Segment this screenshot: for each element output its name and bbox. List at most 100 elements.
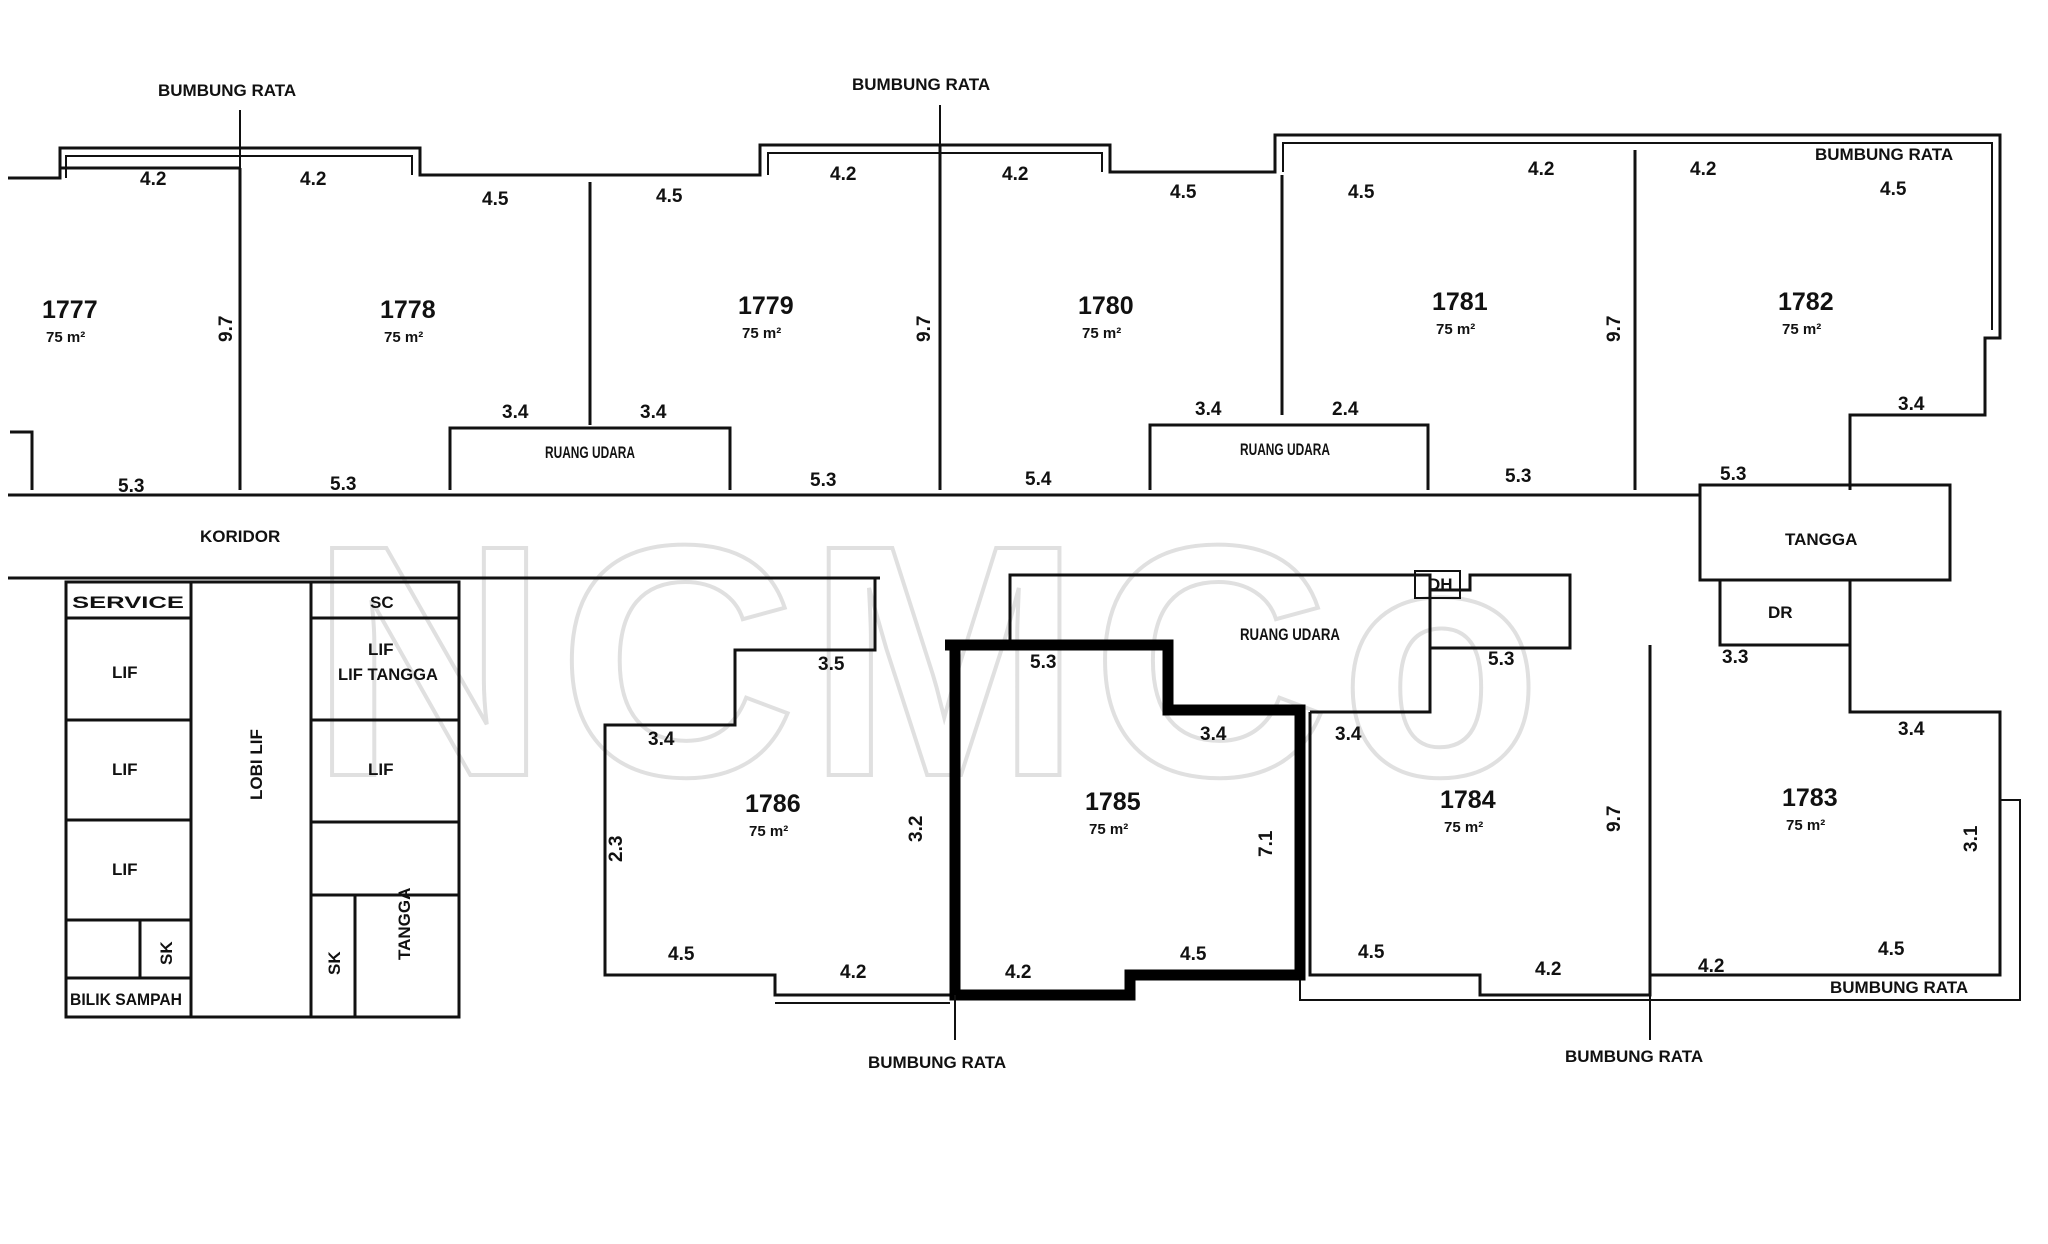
unit-1781-number: 1781 bbox=[1432, 288, 1488, 316]
dim: 3.4 bbox=[1898, 394, 1925, 415]
dim: 5.3 bbox=[1720, 464, 1746, 485]
dim: 4.2 bbox=[1528, 159, 1554, 180]
dim: 5.3 bbox=[1488, 649, 1514, 670]
dim: 5.4 bbox=[1025, 469, 1052, 490]
dim: 4.2 bbox=[840, 962, 866, 983]
unit-1784-area: 75 m² bbox=[1444, 819, 1483, 836]
dim: 7.1 bbox=[1256, 830, 1277, 857]
dim: 4.5 bbox=[482, 189, 509, 210]
unit-1783-number: 1783 bbox=[1782, 784, 1838, 812]
dim: 3.4 bbox=[640, 402, 667, 423]
roof-label-5: BUMBUNG RATA bbox=[1565, 1047, 1703, 1066]
unit-1780-number: 1780 bbox=[1078, 292, 1134, 320]
dim: 4.2 bbox=[1002, 164, 1028, 185]
dim: 4.2 bbox=[1690, 159, 1716, 180]
top-units: 1777 75 m² 1778 75 m² 1779 75 m² 1780 75… bbox=[42, 288, 1834, 346]
dim: 3.2 bbox=[906, 816, 927, 842]
dim: 4.5 bbox=[1180, 944, 1207, 965]
core-walls bbox=[64, 580, 461, 1019]
unit-1785-area: 75 m² bbox=[1089, 821, 1128, 838]
stairs-label: TANGGA bbox=[1785, 530, 1857, 549]
dim: 4.5 bbox=[1358, 942, 1385, 963]
unit-1783-area: 75 m² bbox=[1786, 817, 1825, 834]
dim: 9.7 bbox=[216, 316, 237, 342]
dim: 4.5 bbox=[1880, 179, 1907, 200]
dim: 3.4 bbox=[1195, 399, 1222, 420]
roof-markers bbox=[239, 105, 1651, 1040]
dimensions-top: 4.2 4.2 4.5 4.5 4.2 4.2 4.5 4.5 4.2 4.2 … bbox=[118, 159, 1925, 497]
dim: 4.5 bbox=[668, 944, 695, 965]
watermark: NCMCo bbox=[310, 476, 1551, 845]
dim: 3.1 bbox=[1961, 825, 1982, 852]
dim: 3.4 bbox=[502, 402, 529, 423]
dim: 9.7 bbox=[914, 316, 935, 342]
unit-1779-number: 1779 bbox=[738, 292, 794, 320]
air-well-label-3: RUANG UDARA bbox=[1240, 625, 1340, 644]
unit-1778-number: 1778 bbox=[380, 296, 436, 324]
dim: 3.4 bbox=[1335, 724, 1362, 745]
service-label: SERVICE bbox=[72, 593, 184, 612]
stairwell-label: TANGGA bbox=[395, 888, 414, 960]
unit-1777-number: 1777 bbox=[42, 296, 98, 324]
bottom-row-walls bbox=[470, 570, 2021, 1004]
roof-label-3: BUMBUNG RATA bbox=[1815, 145, 1953, 164]
lift-3-label: LIF bbox=[112, 860, 138, 879]
dim: 3.4 bbox=[1898, 719, 1925, 740]
lobby-label: LOBI LIF bbox=[247, 729, 266, 800]
lift-double-label: LIF TANGGA bbox=[338, 665, 438, 684]
dim: 5.3 bbox=[330, 474, 356, 495]
dim: 4.2 bbox=[1698, 956, 1724, 977]
dim: 2.4 bbox=[1332, 399, 1359, 420]
corridor-label: KORIDOR bbox=[200, 527, 280, 546]
roof-label-1: BUMBUNG RATA bbox=[158, 81, 296, 100]
sk2-label: SK bbox=[325, 951, 344, 975]
dim: 3.4 bbox=[1200, 724, 1227, 745]
roof-labels: BUMBUNG RATA BUMBUNG RATA BUMBUNG RATA B… bbox=[158, 75, 1968, 1072]
lift-1-label: LIF bbox=[112, 663, 138, 682]
sc-label: SC bbox=[370, 593, 394, 612]
dimensions-bottom: 3.5 3.4 5.3 3.4 3.4 5.3 3.3 3.4 4.5 4.2 … bbox=[606, 647, 1982, 983]
unit-1782-number: 1782 bbox=[1778, 288, 1834, 316]
dim: 5.3 bbox=[810, 470, 836, 491]
unit-1780-area: 75 m² bbox=[1082, 325, 1121, 342]
unit-1785-number: 1785 bbox=[1085, 788, 1141, 816]
unit-1786-number: 1786 bbox=[745, 790, 801, 818]
roof-label-2: BUMBUNG RATA bbox=[852, 75, 990, 94]
dim: 4.2 bbox=[300, 169, 326, 190]
dim: 9.7 bbox=[1604, 806, 1625, 832]
air-well-label-1: RUANG UDARA bbox=[545, 443, 635, 462]
dim: 3.4 bbox=[648, 729, 675, 750]
dim: 3.3 bbox=[1722, 647, 1748, 668]
air-well-label-2: RUANG UDARA bbox=[1240, 440, 1330, 459]
unit-1781-area: 75 m² bbox=[1436, 321, 1475, 338]
unit-1777-area: 75 m² bbox=[46, 329, 85, 346]
unit-1778-area: 75 m² bbox=[384, 329, 423, 346]
room-labels: KORIDOR RUANG UDARA RUANG UDARA RUANG UD… bbox=[70, 440, 1857, 1009]
unit-1779-area: 75 m² bbox=[742, 325, 781, 342]
unit-1782-area: 75 m² bbox=[1782, 321, 1821, 338]
fire-hose-label: DH bbox=[1428, 575, 1453, 594]
dim: 5.3 bbox=[1030, 652, 1056, 673]
roof-label-6: BUMBUNG RATA bbox=[1830, 978, 1968, 997]
dim: 5.3 bbox=[118, 476, 144, 497]
top-row-walls bbox=[8, 133, 2002, 582]
sk-label: SK bbox=[157, 941, 176, 965]
dim: 4.2 bbox=[140, 169, 166, 190]
lift-2-label: LIF bbox=[112, 760, 138, 779]
dim: 4.2 bbox=[830, 164, 856, 185]
lift-4-label: LIF bbox=[368, 640, 394, 659]
dim: 4.2 bbox=[1535, 959, 1561, 980]
dr-label: DR bbox=[1768, 603, 1793, 622]
dim: 4.5 bbox=[1348, 182, 1375, 203]
dim: 9.7 bbox=[1604, 316, 1625, 342]
unit-1784-number: 1784 bbox=[1440, 786, 1496, 814]
dim: 4.5 bbox=[656, 186, 683, 207]
dim: 5.3 bbox=[1505, 466, 1531, 487]
unit-1786-area: 75 m² bbox=[749, 823, 788, 840]
bin-label: BILIK SAMPAH bbox=[70, 990, 182, 1009]
lift-5-label: LIF bbox=[368, 760, 394, 779]
dim: 4.2 bbox=[1005, 962, 1031, 983]
dim: 4.5 bbox=[1170, 182, 1197, 203]
roof-label-4: BUMBUNG RATA bbox=[868, 1053, 1006, 1072]
